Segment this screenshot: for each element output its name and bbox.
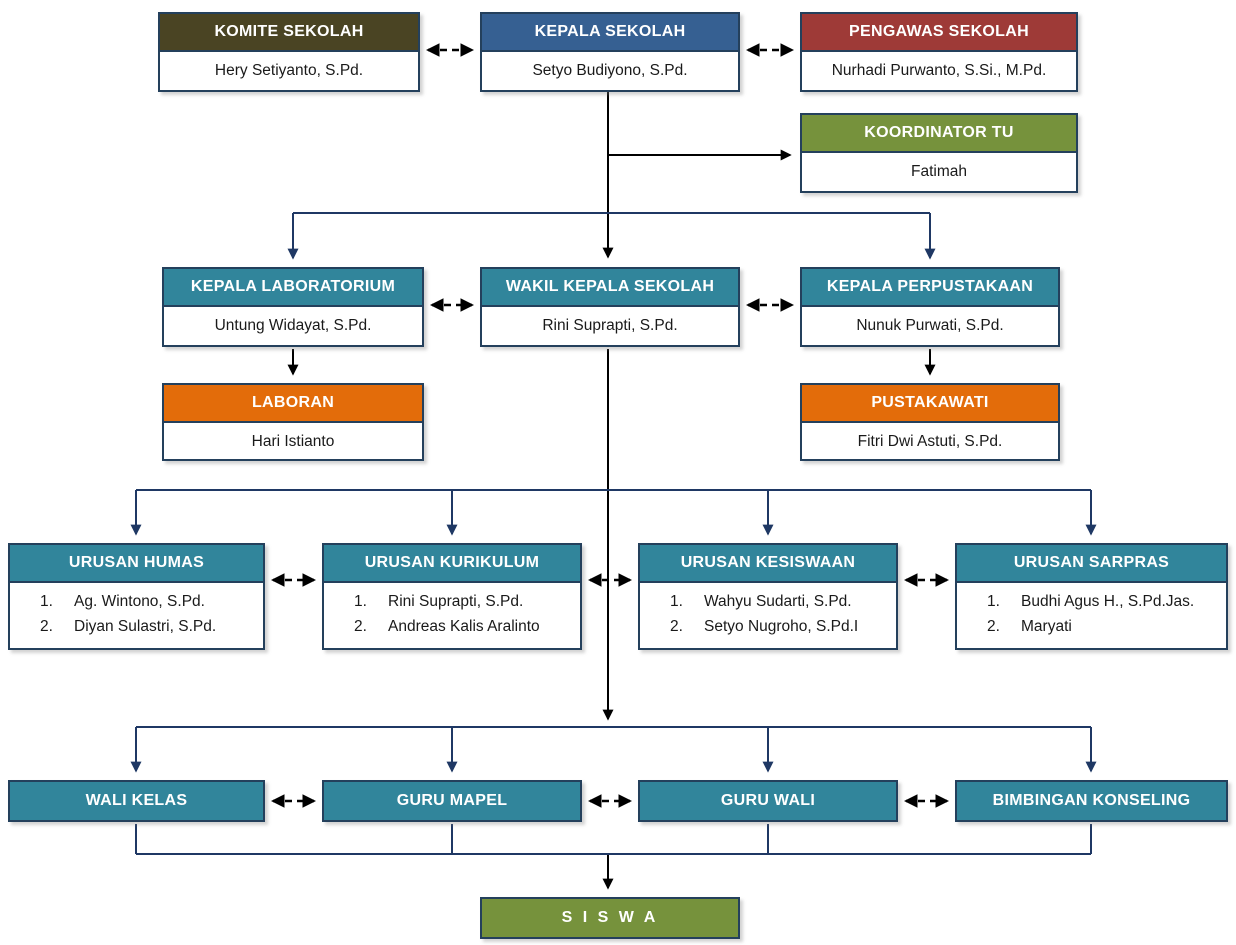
box-siswa: S I S W A — [480, 897, 740, 939]
box-title: URUSAN SARPRAS — [957, 545, 1226, 583]
box-urusan-kurikulum: URUSAN KURIKULUM 1. Rini Suprapti, S.Pd.… — [322, 543, 582, 650]
box-member: Untung Widayat, S.Pd. — [214, 317, 372, 334]
box-member: Nunuk Purwati, S.Pd. — [856, 317, 1004, 334]
member-name: Wahyu Sudarti, S.Pd. — [704, 593, 852, 610]
box-urusan-humas: URUSAN HUMAS 1. Ag. Wintono, S.Pd. 2. Di… — [8, 543, 265, 650]
hierarchy-lines — [130, 212, 1097, 855]
box-kepala-laboratorium: KEPALA LABORATORIUM Untung Widayat, S.Pd… — [162, 267, 424, 347]
list-item: 2. Maryati — [987, 618, 1220, 636]
box-kepala-perpustakaan: KEPALA PERPUSTAKAAN Nunuk Purwati, S.Pd. — [800, 267, 1060, 347]
member-number: 2. — [987, 618, 1000, 635]
member-number: 1. — [354, 593, 367, 610]
box-title: URUSAN KESISWAAN — [640, 545, 896, 583]
box-title: KOORDINATOR TU — [802, 115, 1076, 153]
member-name: Ag. Wintono, S.Pd. — [74, 593, 205, 610]
box-member: Hery Setiyanto, S.Pd. — [214, 62, 364, 79]
member-number: 2. — [670, 618, 683, 635]
command-spine — [287, 92, 936, 890]
box-koordinator-tu: KOORDINATOR TU Fatimah — [800, 113, 1078, 193]
box-title: KEPALA LABORATORIUM — [164, 269, 422, 307]
box-urusan-sarpras: URUSAN SARPRAS 1. Budhi Agus H., S.Pd.Ja… — [955, 543, 1228, 650]
member-number: 2. — [354, 618, 367, 635]
box-bimbingan-konseling: BIMBINGAN KONSELING — [955, 780, 1228, 822]
list-item: 2. Andreas Kalis Aralinto — [354, 618, 574, 636]
dashed-coordination-arrows — [270, 43, 950, 808]
box-title: KEPALA SEKOLAH — [482, 14, 738, 52]
member-list: 1. Budhi Agus H., S.Pd.Jas. 2. Maryati — [957, 583, 1226, 636]
box-laboran: LABORAN Hari Istianto — [162, 383, 424, 461]
box-kepala-sekolah: KEPALA SEKOLAH Setyo Budiyono, S.Pd. — [480, 12, 740, 92]
box-member: Setyo Budiyono, S.Pd. — [532, 62, 688, 79]
member-name: Rini Suprapti, S.Pd. — [388, 593, 524, 610]
member-list: 1. Rini Suprapti, S.Pd. 2. Andreas Kalis… — [324, 583, 580, 636]
box-title: GURU MAPEL — [324, 782, 580, 820]
box-title: PENGAWAS SEKOLAH — [802, 14, 1076, 52]
box-wali-kelas: WALI KELAS — [8, 780, 265, 822]
box-title: LABORAN — [164, 385, 422, 423]
box-title: KEPALA PERPUSTAKAAN — [802, 269, 1058, 307]
box-member: Fitri Dwi Astuti, S.Pd. — [857, 433, 1003, 450]
box-member: Hari Istianto — [251, 433, 335, 450]
box-urusan-kesiswaan: URUSAN KESISWAAN 1. Wahyu Sudarti, S.Pd.… — [638, 543, 898, 650]
box-title: BIMBINGAN KONSELING — [957, 782, 1226, 820]
member-number: 1. — [40, 593, 53, 610]
member-number: 1. — [670, 593, 683, 610]
member-name: Budhi Agus H., S.Pd.Jas. — [1021, 593, 1195, 610]
box-komite-sekolah: KOMITE SEKOLAH Hery Setiyanto, S.Pd. — [158, 12, 420, 92]
box-guru-mapel: GURU MAPEL — [322, 780, 582, 822]
list-item: 2. Setyo Nugroho, S.Pd.I — [670, 618, 890, 636]
list-item: 2. Diyan Sulastri, S.Pd. — [40, 618, 257, 636]
box-member: Rini Suprapti, S.Pd. — [542, 317, 678, 334]
box-pustakawati: PUSTAKAWATI Fitri Dwi Astuti, S.Pd. — [800, 383, 1060, 461]
box-title: KOMITE SEKOLAH — [160, 14, 418, 52]
member-list: 1. Ag. Wintono, S.Pd. 2. Diyan Sulastri,… — [10, 583, 263, 636]
box-wakil-kepala-sekolah: WAKIL KEPALA SEKOLAH Rini Suprapti, S.Pd… — [480, 267, 740, 347]
box-title: GURU WALI — [640, 782, 896, 820]
member-name: Diyan Sulastri, S.Pd. — [74, 618, 217, 635]
box-title: URUSAN HUMAS — [10, 545, 263, 583]
box-title: S I S W A — [482, 899, 738, 937]
member-name: Setyo Nugroho, S.Pd.I — [704, 618, 859, 635]
list-item: 1. Budhi Agus H., S.Pd.Jas. — [987, 593, 1220, 611]
list-item: 1. Rini Suprapti, S.Pd. — [354, 593, 574, 611]
box-title: WAKIL KEPALA SEKOLAH — [482, 269, 738, 307]
member-list: 1. Wahyu Sudarti, S.Pd. 2. Setyo Nugroho… — [640, 583, 896, 636]
member-number: 1. — [987, 593, 1000, 610]
member-number: 2. — [40, 618, 53, 635]
list-item: 1. Wahyu Sudarti, S.Pd. — [670, 593, 890, 611]
list-item: 1. Ag. Wintono, S.Pd. — [40, 593, 257, 611]
box-title: PUSTAKAWATI — [802, 385, 1058, 423]
box-member: Fatimah — [911, 163, 967, 180]
box-pengawas-sekolah: PENGAWAS SEKOLAH Nurhadi Purwanto, S.Si.… — [800, 12, 1078, 92]
box-member: Nurhadi Purwanto, S.Si., M.Pd. — [831, 62, 1047, 79]
box-guru-wali: GURU WALI — [638, 780, 898, 822]
box-title: URUSAN KURIKULUM — [324, 545, 580, 583]
member-name: Maryati — [1021, 618, 1072, 635]
box-title: WALI KELAS — [10, 782, 263, 820]
member-name: Andreas Kalis Aralinto — [388, 618, 540, 635]
